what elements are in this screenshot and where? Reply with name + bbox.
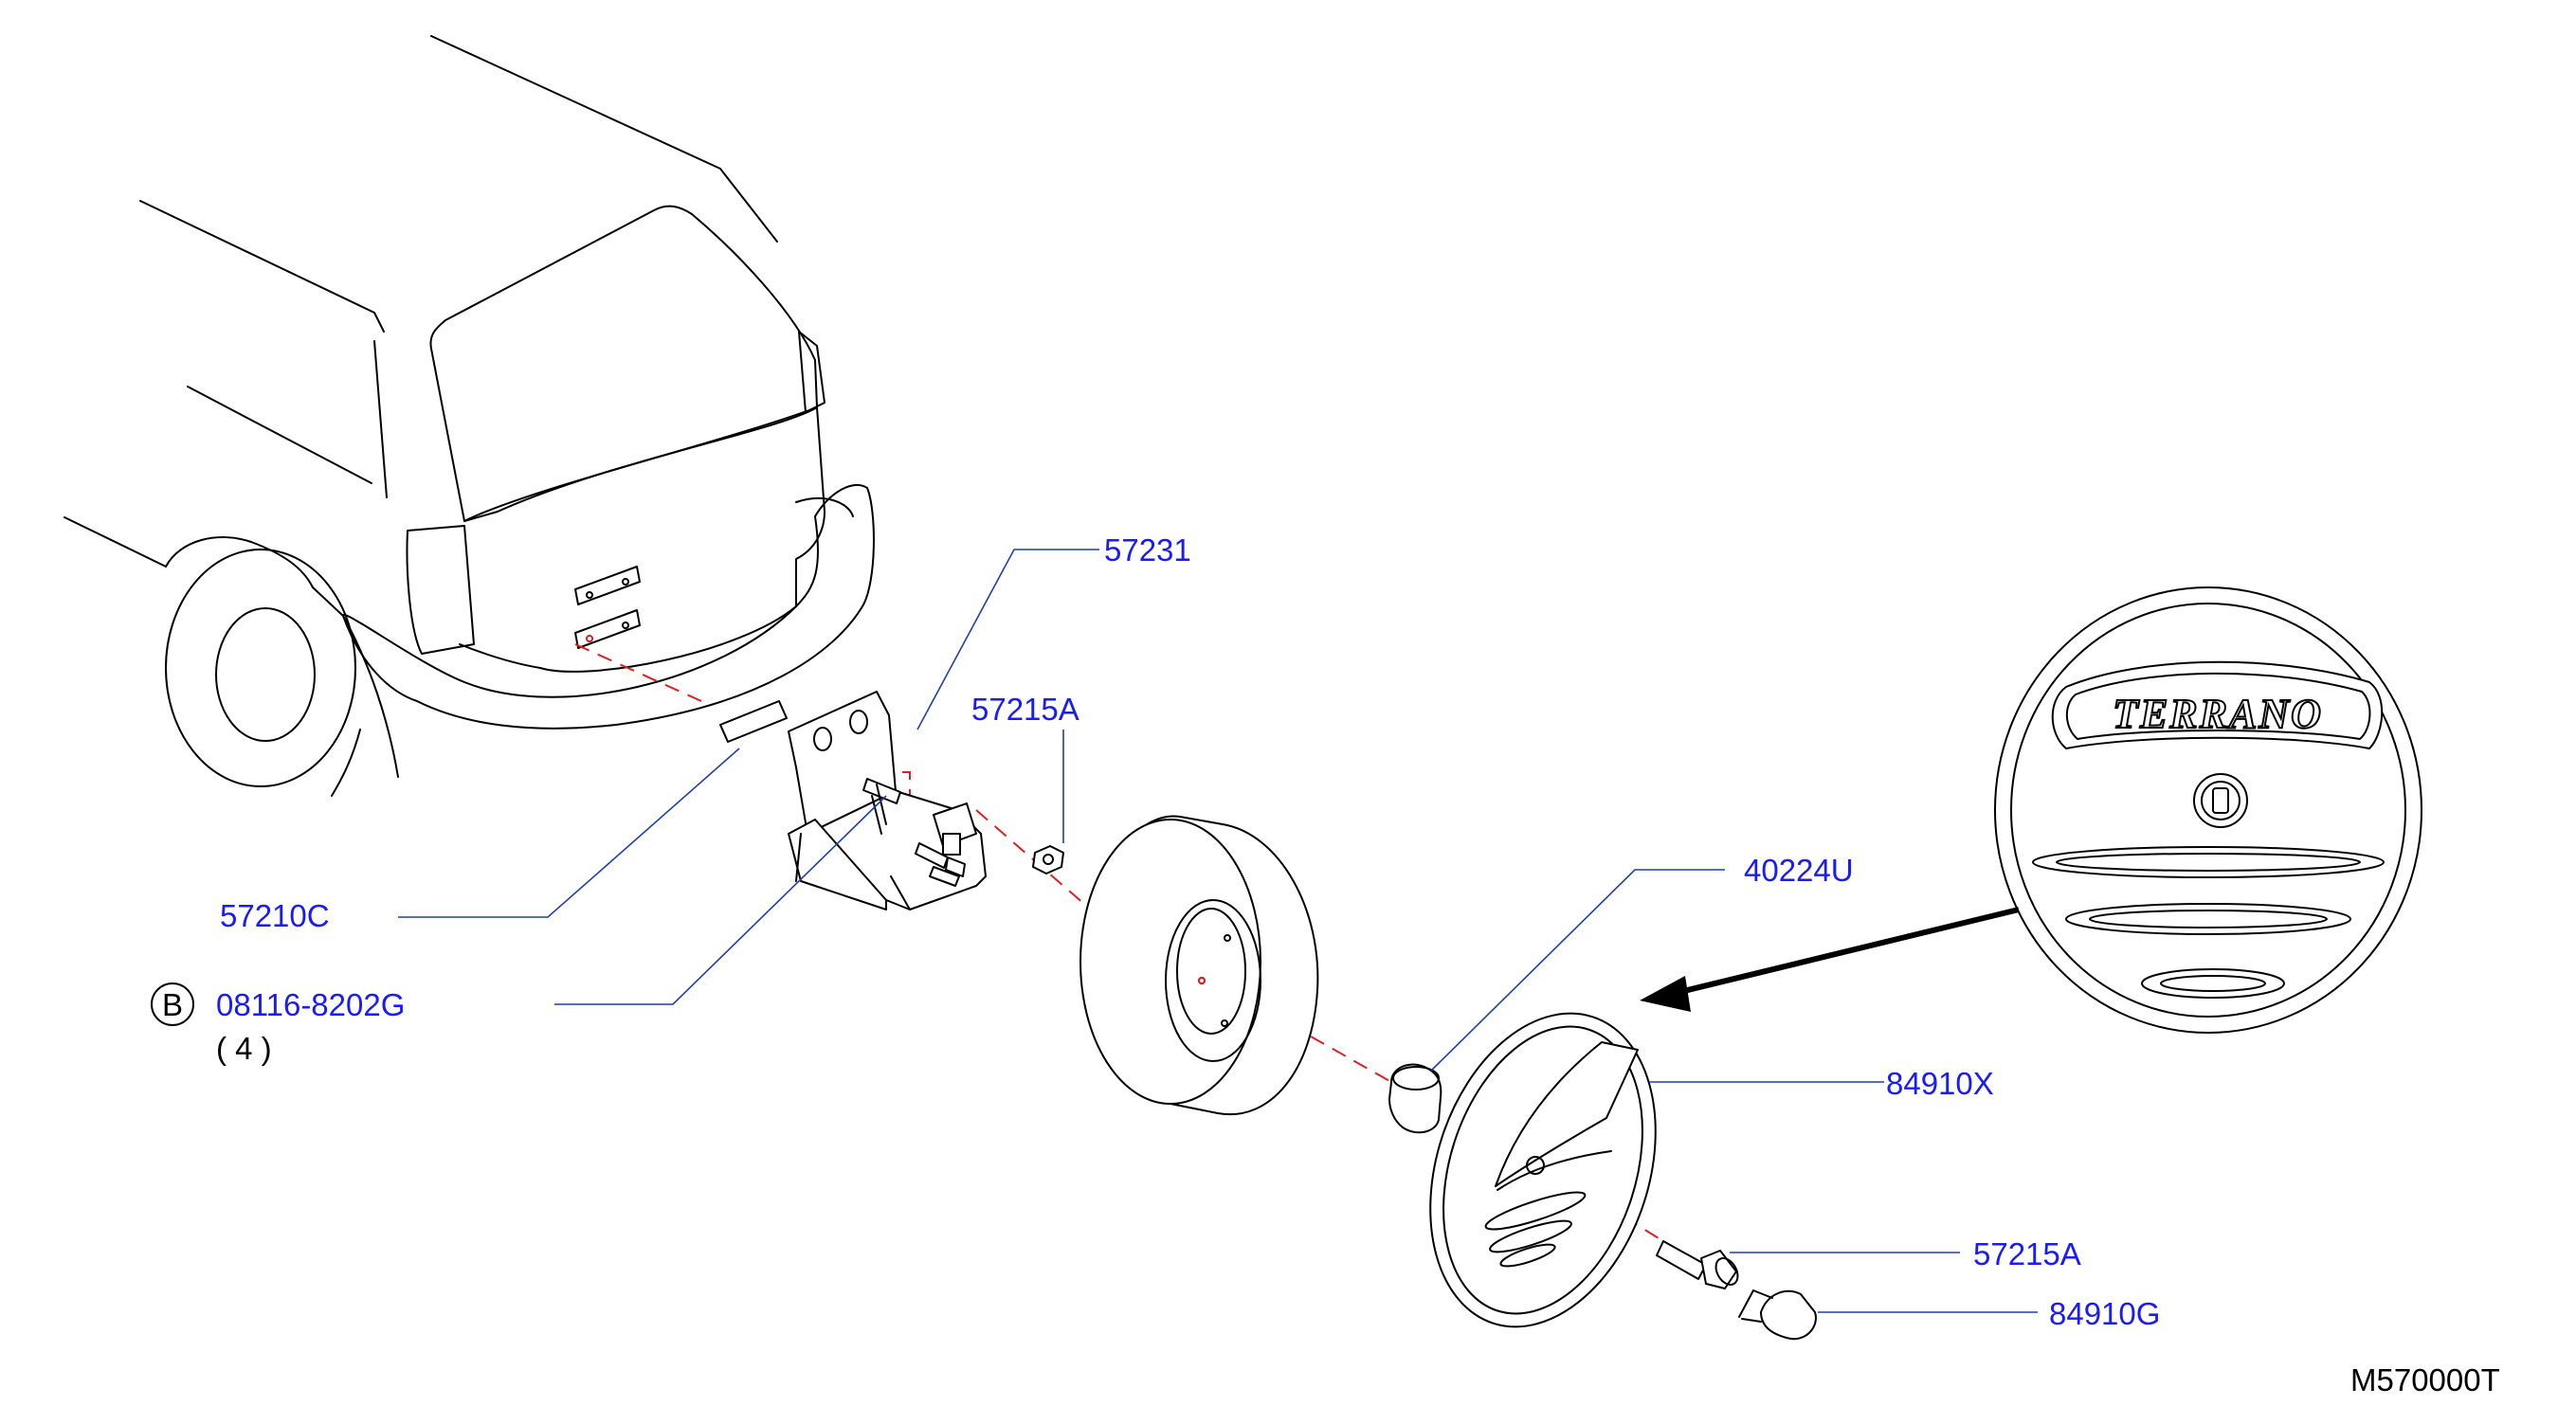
diagram-code: M570000T bbox=[2350, 1362, 2500, 1397]
part-labels: 57231 57215A 57210C B 08116-8202G ( 4 ) … bbox=[151, 532, 2500, 1397]
label-08116-8202g: 08116-8202G bbox=[216, 987, 405, 1022]
vehicle-rear-illustration bbox=[63, 35, 875, 797]
label-57215a-upper: 57215A bbox=[971, 692, 1079, 727]
bolt-57215a-lower bbox=[1656, 1240, 1739, 1289]
cap-84910g bbox=[1738, 1289, 1817, 1341]
label-84910x: 84910X bbox=[1886, 1066, 1994, 1101]
spacer-40224u bbox=[1388, 1063, 1442, 1134]
label-57210c: 57210C bbox=[220, 898, 330, 933]
bolt-symbol: B bbox=[162, 987, 183, 1022]
leader-lines bbox=[398, 549, 2038, 1313]
logo-text: TERRANO bbox=[2113, 691, 2323, 737]
detail-arrow bbox=[1667, 907, 2020, 998]
bracket-57231 bbox=[788, 691, 987, 910]
nut-57215a-upper bbox=[1032, 845, 1064, 874]
label-40224u: 40224U bbox=[1744, 853, 1854, 888]
spare-tire bbox=[1079, 815, 1319, 1116]
label-57231: 57231 bbox=[1104, 532, 1191, 568]
pad-57210c bbox=[719, 700, 788, 743]
bolt-symbol-circle bbox=[151, 982, 194, 1026]
label-84910g: 84910G bbox=[2049, 1296, 2160, 1331]
cover-detail-view: TERRANO bbox=[1640, 586, 2422, 1034]
label-57215a-lower: 57215A bbox=[1973, 1236, 2081, 1271]
label-bolt-qty: ( 4 ) bbox=[216, 1031, 272, 1066]
cover-84910x bbox=[1429, 1012, 1657, 1328]
